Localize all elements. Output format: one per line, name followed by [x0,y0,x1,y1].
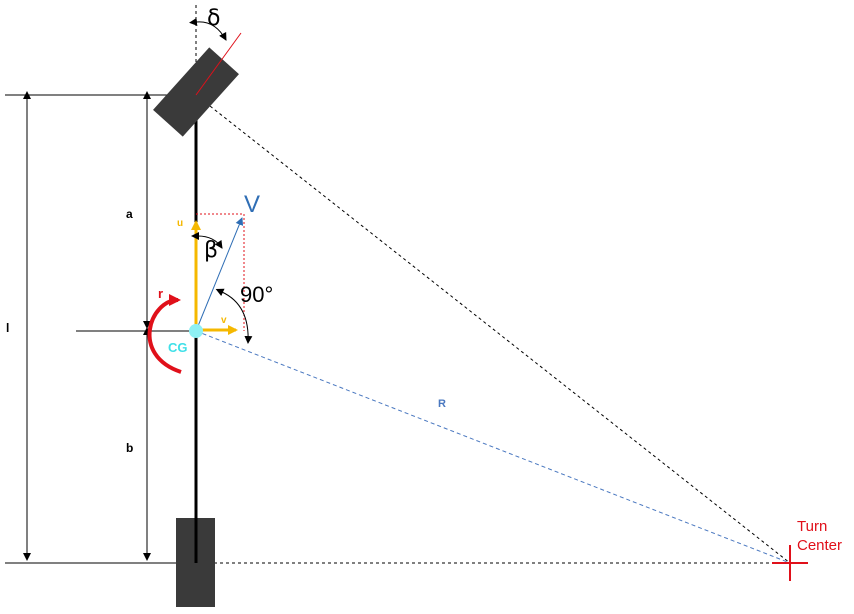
yaw-rate-arrow [147,294,182,374]
radius-R-line [195,330,791,564]
label-v: v [221,315,227,326]
front-wheel [153,47,239,137]
label-center: Center [797,537,842,554]
beta-angle-arc [191,232,223,249]
label-beta: β [204,238,218,263]
delta-label: δ [207,6,220,31]
label-b: b [126,441,133,455]
label-u: u [177,218,183,229]
label-a: a [126,207,133,221]
front-wheel-heading-line [195,32,242,96]
label-V: V [244,191,260,218]
label-cg: CG [168,340,188,355]
label-turn: Turn [797,518,827,535]
label-l: l [6,321,9,335]
label-r: r [158,286,163,301]
label-R: R [438,398,446,410]
velocity-vector-arrow [195,217,244,332]
front-to-turn-center-line [195,94,791,564]
delta-angle-arc [189,17,227,41]
right-angle-arc [215,288,253,344]
label-90deg: 90° [240,282,273,307]
cg-marker [189,324,203,338]
